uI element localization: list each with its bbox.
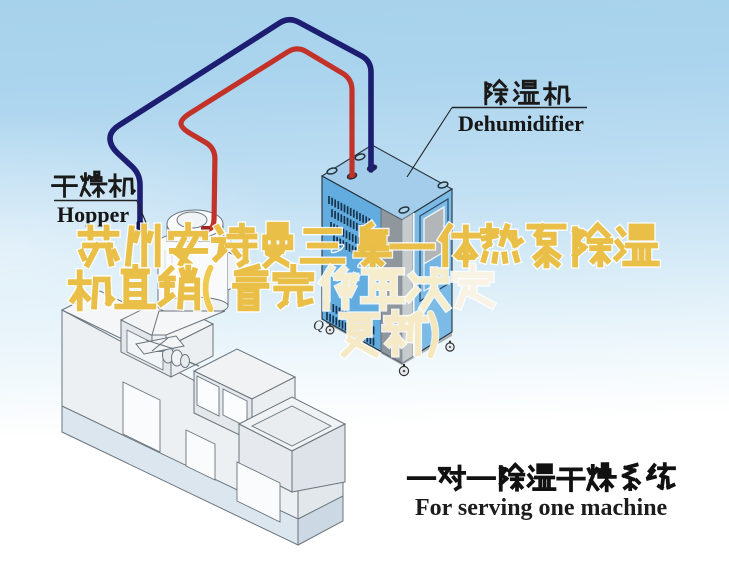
svg-text:Q: Q xyxy=(313,318,324,334)
svg-text:Dehumidifier: Dehumidifier xyxy=(458,111,584,136)
svg-text:Hopper: Hopper xyxy=(57,202,129,227)
svg-text:For serving one machine: For serving one machine xyxy=(415,495,668,521)
